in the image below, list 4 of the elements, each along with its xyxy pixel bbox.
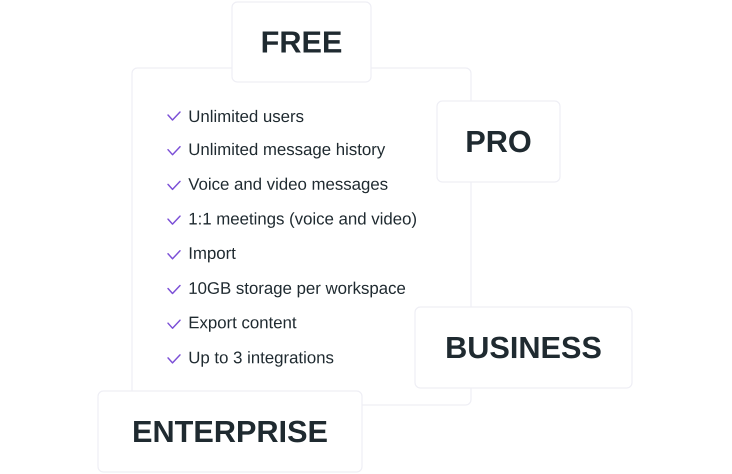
plan-tag: FREE xyxy=(231,1,372,83)
plan-tag: ENTERPRISE xyxy=(97,390,363,473)
plan-tag: BUSINESS xyxy=(414,306,633,389)
plan-tag: PRO xyxy=(436,100,561,183)
